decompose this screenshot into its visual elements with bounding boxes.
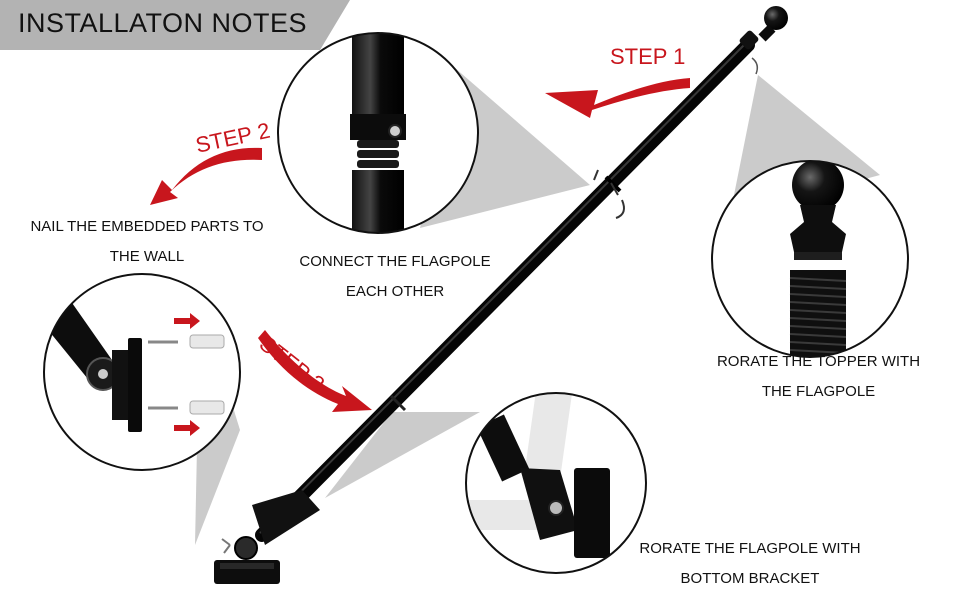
detail-circle-connect bbox=[277, 32, 479, 234]
flagpole bbox=[255, 38, 759, 542]
note-nail-line-1: NAIL THE EMBEDDED PARTS TO bbox=[30, 218, 264, 235]
callout-wedge-bracket bbox=[325, 412, 480, 498]
step-1-arrow bbox=[545, 78, 690, 118]
detail-circle-bracket bbox=[465, 392, 647, 574]
header-banner: INSTALLATON NOTES bbox=[0, 0, 350, 50]
small-red-arrows bbox=[174, 313, 200, 436]
note-topper-line-2: THE FLAGPOLE bbox=[761, 383, 876, 400]
page-title: INSTALLATON NOTES bbox=[18, 8, 308, 38]
detail-circle-topper bbox=[711, 160, 909, 358]
note-topper: RORATE THE TOPPER WITH THE FLAGPOLE bbox=[706, 347, 931, 407]
note-connect-line-2: EACH OTHER bbox=[345, 283, 445, 300]
note-nail-line-2: THE WALL bbox=[109, 248, 185, 265]
note-bracket: RORATE THE FLAGPOLE WITH BOTTOM BRACKET bbox=[630, 534, 870, 594]
banner-shape bbox=[0, 0, 350, 50]
base-bracket bbox=[214, 490, 320, 584]
step-3-arrow bbox=[258, 330, 372, 412]
note-connect-line-1: CONNECT THE FLAGPOLE bbox=[299, 253, 491, 270]
note-bracket-line-1: RORATE THE FLAGPOLE WITH bbox=[639, 540, 861, 557]
detail-circle-nail bbox=[43, 273, 241, 471]
step-2-arrow bbox=[150, 147, 262, 205]
finial-ball bbox=[739, 6, 788, 50]
note-topper-line-1: RORATE THE TOPPER WITH bbox=[716, 353, 921, 370]
note-nail: NAIL THE EMBEDDED PARTS TO THE WALL bbox=[22, 212, 272, 272]
note-connect: CONNECT THE FLAGPOLE EACH OTHER bbox=[285, 247, 505, 307]
step-1-label: STEP 1 bbox=[610, 44, 686, 69]
note-bracket-line-2: BOTTOM BRACKET bbox=[680, 570, 820, 587]
